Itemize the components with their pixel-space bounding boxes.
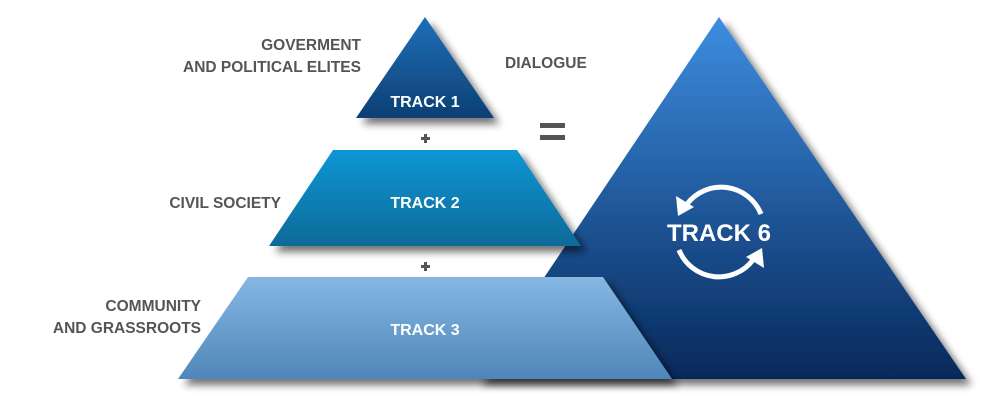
label-civil-society: CIVIL SOCIETY [169, 195, 281, 212]
track6-label: TRACK 6 [667, 220, 771, 247]
label-community: COMMUNITY [105, 298, 201, 315]
track1-triangle [356, 17, 494, 118]
track2-trapezoid [269, 150, 581, 246]
plus-icon [421, 262, 430, 271]
equals-icon [540, 123, 565, 140]
track1-label: TRACK 1 [390, 94, 459, 111]
plus-icon [421, 134, 430, 143]
arrowhead-icon [676, 196, 764, 268]
cycle-arrows-icon [676, 184, 764, 280]
track3-label: TRACK 3 [390, 322, 459, 339]
label-government: GOVERMENT [261, 37, 361, 54]
label-political-elites: AND POLITICAL ELITES [183, 59, 361, 76]
track2-label: TRACK 2 [390, 195, 459, 212]
track3-trapezoid [178, 277, 672, 379]
label-dialogue: DIALOGUE [505, 55, 587, 72]
label-grassroots: AND GRASSROOTS [53, 320, 201, 337]
